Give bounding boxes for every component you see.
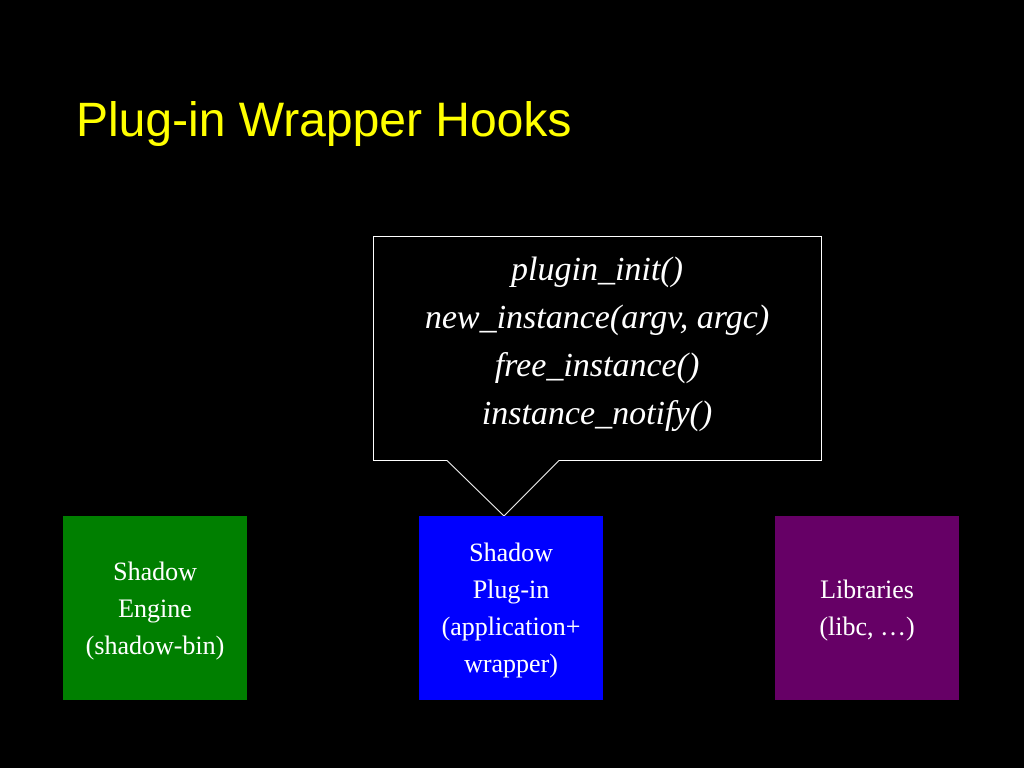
libraries-label-line-2: (libc, …) bbox=[819, 612, 915, 641]
shadow-engine-box: Shadow Engine (shadow-bin) bbox=[63, 516, 247, 700]
hook-plugin-init: plugin_init() bbox=[511, 251, 683, 288]
shadow-plugin-label-line-3: (application+ bbox=[441, 612, 581, 641]
libraries-box: Libraries (libc, …) bbox=[775, 516, 959, 700]
hook-free-instance: free_instance() bbox=[494, 347, 700, 384]
callout-outline bbox=[373, 236, 822, 517]
shadow-engine-label-line-1: Shadow bbox=[113, 556, 197, 586]
hook-instance-notify: instance_notify() bbox=[481, 395, 713, 432]
slide-title: Plug-in Wrapper Hooks bbox=[76, 94, 572, 147]
shadow-engine-label-line-2: Engine bbox=[118, 593, 192, 623]
shadow-plugin-label-line-2: Plug-in bbox=[472, 575, 550, 604]
callout-hook-list: plugin_init() new_instance(argv, argc) f… bbox=[373, 246, 821, 438]
shadow-plugin-label-line-1: Shadow bbox=[469, 538, 553, 567]
shadow-plugin-label-line-4: wrapper) bbox=[464, 649, 558, 678]
shadow-plugin-box: Shadow Plug-in (application+ wrapper) bbox=[419, 516, 603, 700]
hook-new-instance: new_instance(argv, argc) bbox=[424, 299, 770, 336]
libraries-label-line-1: Libraries bbox=[820, 575, 914, 604]
shadow-engine-label-line-3: (shadow-bin) bbox=[85, 630, 225, 660]
